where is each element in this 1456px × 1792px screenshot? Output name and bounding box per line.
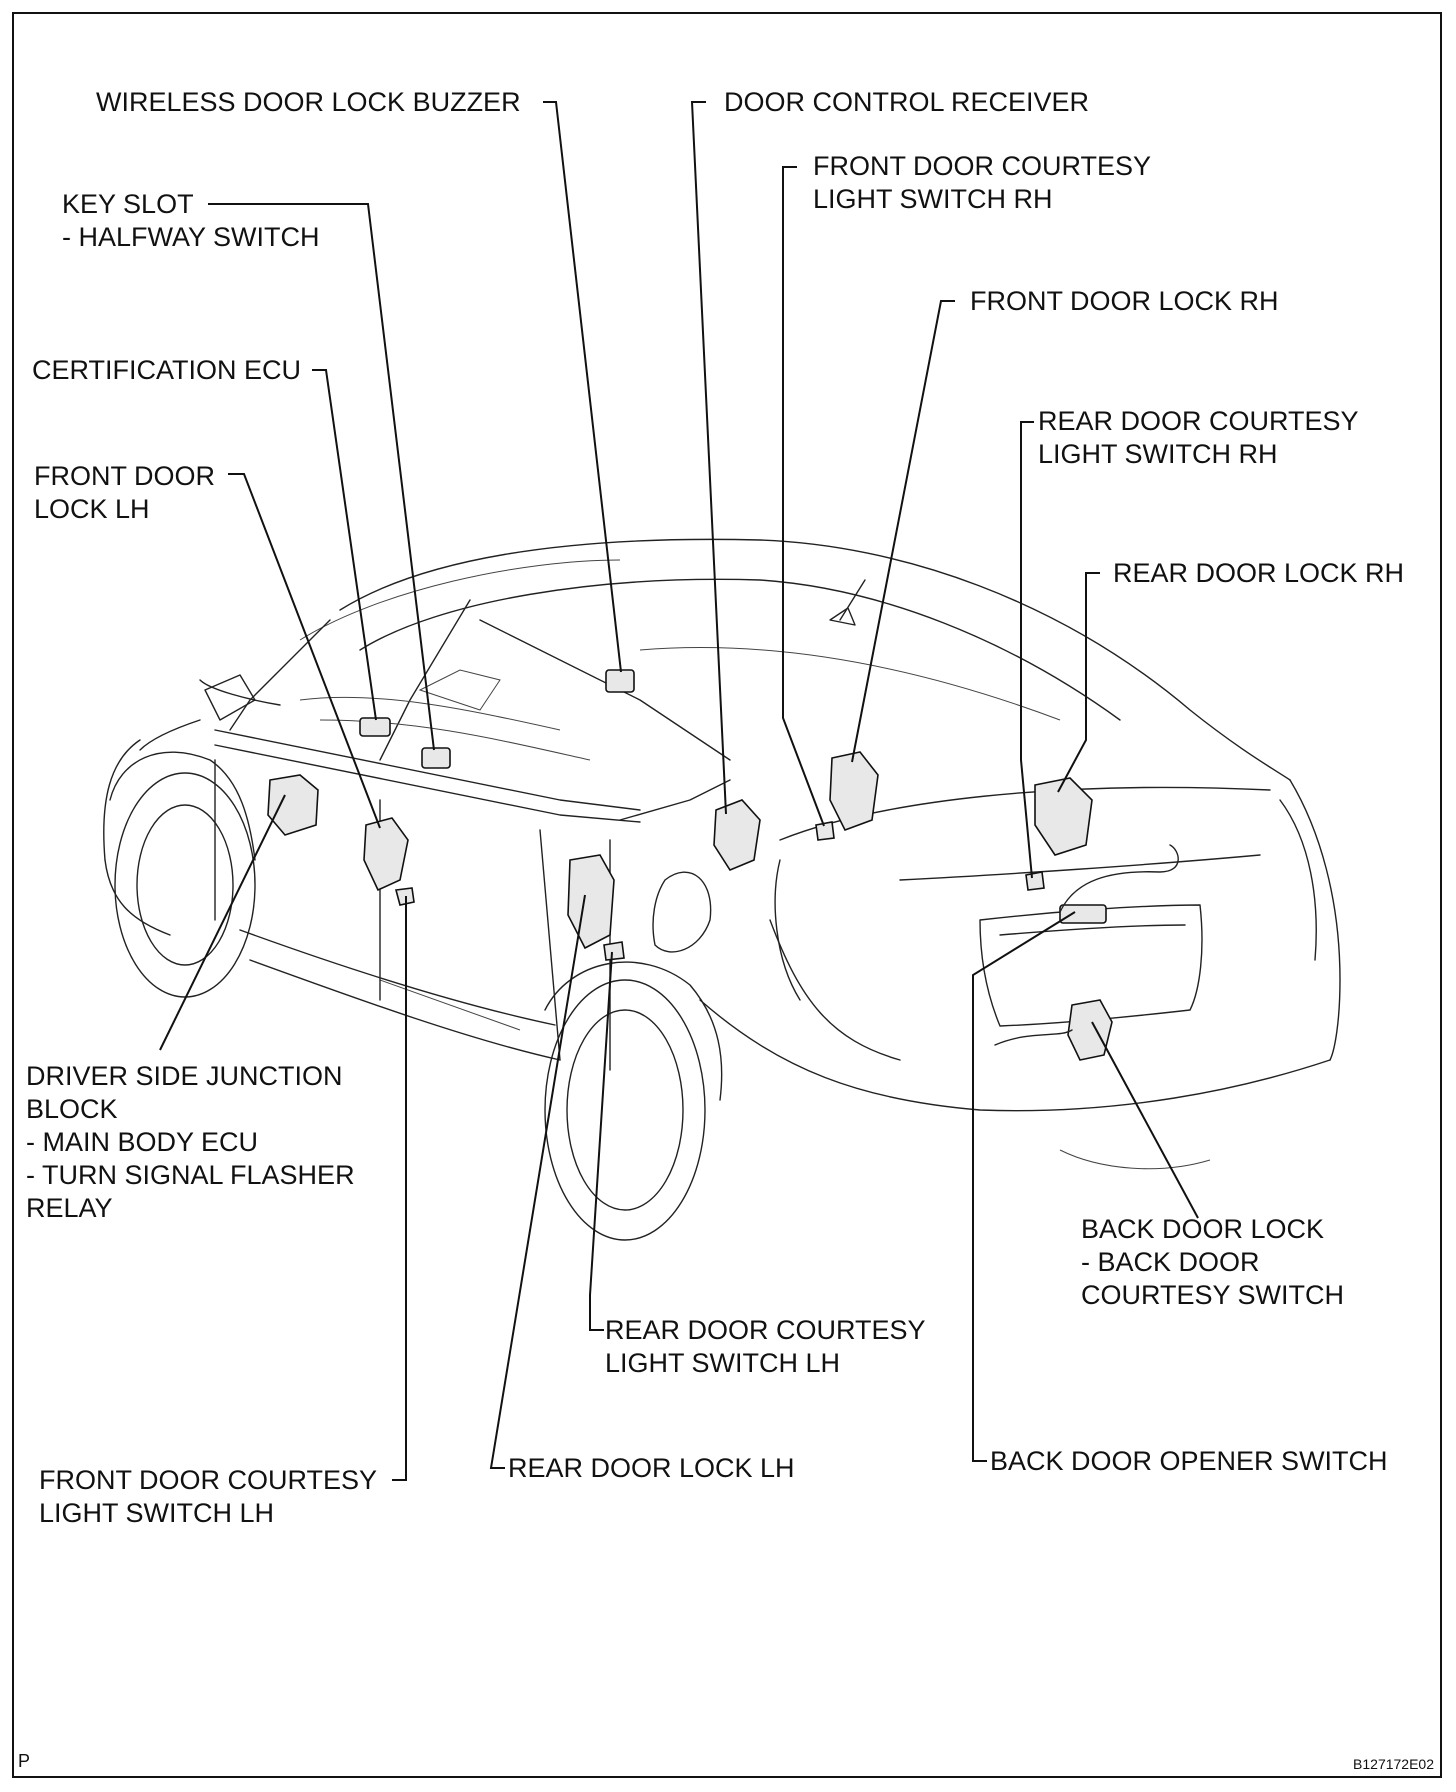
label-certification-ecu: CERTIFICATION ECU: [32, 355, 302, 385]
front-lock-lh-part: [363, 817, 409, 892]
leader-driver-jb: [159, 794, 286, 1051]
figure-code: B127172E02: [1353, 1756, 1434, 1772]
leader-back-door-lock: [1091, 1021, 1199, 1219]
certification-ecu-part: [359, 717, 391, 737]
leader-rear-lock-lh: [489, 894, 586, 1469]
leader-rear-courtesy-lh: [589, 951, 613, 1331]
rear-lock-lh-part: [567, 854, 615, 950]
opener-harness: [1059, 844, 1179, 913]
leader-front-lock-lh: [228, 473, 381, 829]
figure-border: [12, 12, 1442, 1778]
components: [267, 669, 1179, 1061]
label-rear-door-lock-lh: REAR DOOR LOCK LH: [508, 1453, 795, 1483]
door-control-receiver-part: [713, 799, 761, 871]
page-marker: P: [18, 1751, 31, 1771]
key-slot-part: [421, 747, 451, 769]
leader-front-courtesy-rh: [782, 166, 825, 827]
label-back-door-opener-switch: BACK DOOR OPENER SWITCH: [990, 1446, 1388, 1476]
label-wireless-door-lock-buzzer: WIRELESS DOOR LOCK BUZZER: [96, 87, 521, 117]
label-key-slot: KEY SLOT- HALFWAY SWITCH: [62, 189, 320, 252]
leader-back-door-opener: [972, 911, 1076, 1462]
car-body: [103, 538, 1341, 1241]
junction-block-part: [267, 774, 319, 836]
label-rear-door-lock-rh: REAR DOOR LOCK RH: [1113, 558, 1405, 588]
rear-courtesy-lh-part: [603, 941, 625, 961]
leader-lines: [159, 101, 1199, 1481]
leader-front-lock-rh: [851, 300, 955, 763]
front-lock-rh-part: [829, 751, 879, 831]
leader-rear-courtesy-rh: [1020, 421, 1034, 879]
leader-front-courtesy-lh: [392, 896, 407, 1481]
leader-rear-lock-rh: [1057, 572, 1100, 793]
leader-door-control-receiver: [690, 101, 727, 815]
back-door-lock-part: [1067, 999, 1113, 1061]
label-front-door-lock-rh: FRONT DOOR LOCK RH: [970, 286, 1279, 316]
buzzer-part: [605, 669, 635, 693]
leader-certification-ecu: [312, 369, 377, 721]
label-door-control-receiver: DOOR CONTROL RECEIVER: [724, 87, 1090, 117]
rear-lock-rh-part: [1034, 777, 1093, 856]
back-lock-harness: [994, 1029, 1073, 1046]
leader-wireless-buzzer: [543, 101, 622, 673]
back-door-opener-part: [1059, 904, 1107, 924]
front-courtesy-rh-part: [815, 821, 835, 841]
rear-courtesy-rh-part: [1025, 871, 1045, 891]
leader-key-slot: [208, 203, 435, 751]
